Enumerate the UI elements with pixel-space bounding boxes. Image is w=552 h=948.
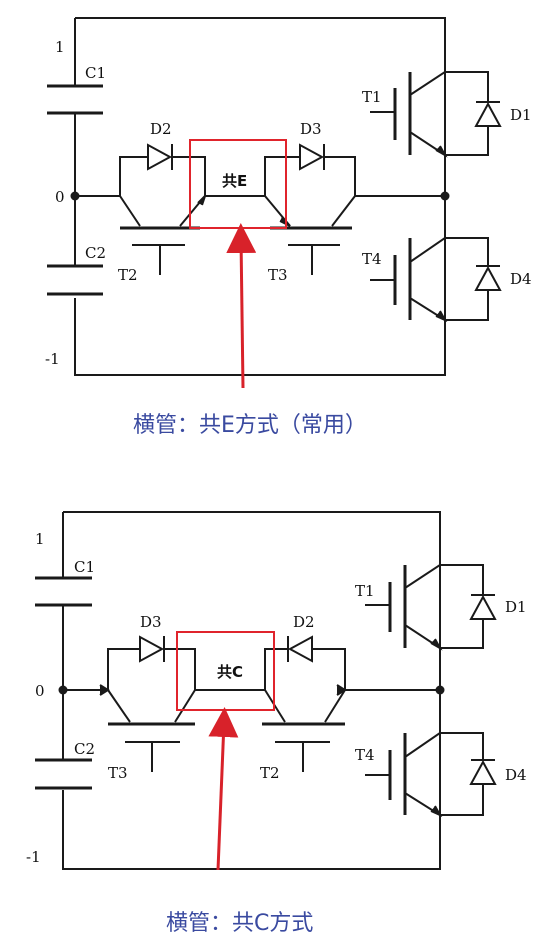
transistor-t4: [365, 690, 443, 869]
common-emitter-label: 共E: [222, 172, 247, 190]
transistor-t1: [370, 18, 448, 196]
common-collector-label: 共C: [217, 663, 243, 681]
diode-d2: [147, 143, 206, 196]
transistor-label-t4: T4: [355, 746, 375, 764]
caption-common-collector: 横管：共C方式: [166, 911, 313, 936]
capacitor-label-c1: C1: [85, 64, 106, 82]
capacitor-c2: [47, 264, 103, 296]
diagram-common-emitter: 1 0 -1 C1 C2 D2 D3 T2 T3 T1 T4 D1 D4 共E …: [45, 17, 532, 438]
diode-label-d3: D3: [300, 120, 322, 138]
diode-label-d4: D4: [505, 766, 527, 784]
diode-d1: [445, 71, 502, 156]
red-arrow: [226, 223, 257, 389]
transistor-label-t4: T4: [362, 250, 382, 268]
transistor-label-t1: T1: [362, 88, 382, 106]
diode-d3: [139, 635, 196, 690]
voltage-label-bottom: -1: [45, 350, 60, 368]
capacitor-label-c2: C2: [85, 244, 106, 262]
capacitor-c1: [47, 84, 103, 115]
diode-d1: [440, 564, 497, 649]
diagram-common-collector: 1 0 -1 C1 C2 D3 D2 T3 T2 T1 T4 D1 D4 共C …: [26, 511, 527, 936]
diode-label-d4: D4: [510, 270, 532, 288]
voltage-label-mid: 0: [35, 682, 45, 700]
diode-label-d1: D1: [510, 106, 532, 124]
diode-d2: [264, 635, 346, 690]
voltage-label-bottom: -1: [26, 848, 41, 866]
transistor-label-t3: T3: [108, 764, 128, 782]
caption-common-emitter: 横管：共E方式（常用）: [133, 413, 367, 438]
red-arrow: [208, 707, 239, 871]
diode-label-d1: D1: [505, 598, 527, 616]
transistor-label-t2: T2: [118, 266, 138, 284]
transistor-t3: [264, 195, 356, 275]
voltage-label-top: 1: [55, 38, 65, 56]
diode-label-d2: D2: [150, 120, 172, 138]
transistor-label-t1: T1: [355, 582, 375, 600]
capacitor-label-c1: C1: [74, 558, 95, 576]
voltage-label-top: 1: [35, 530, 45, 548]
diode-label-d3: D3: [140, 613, 162, 631]
transistor-t2: [119, 156, 206, 275]
diode-label-d2: D2: [293, 613, 315, 631]
transistor-t4: [370, 196, 448, 375]
diode-d4: [445, 237, 502, 321]
transistor-t3: [107, 648, 196, 772]
transistor-label-t3: T3: [268, 266, 288, 284]
capacitor-c1: [35, 576, 92, 607]
voltage-label-mid: 0: [55, 188, 65, 206]
diode-d4: [440, 732, 497, 816]
capacitor-c2: [35, 758, 92, 790]
transistor-label-t2: T2: [260, 764, 280, 782]
diode-d3: [264, 143, 356, 196]
capacitor-label-c2: C2: [74, 740, 95, 758]
transistor-t2: [262, 689, 346, 772]
transistor-t1: [365, 512, 443, 690]
